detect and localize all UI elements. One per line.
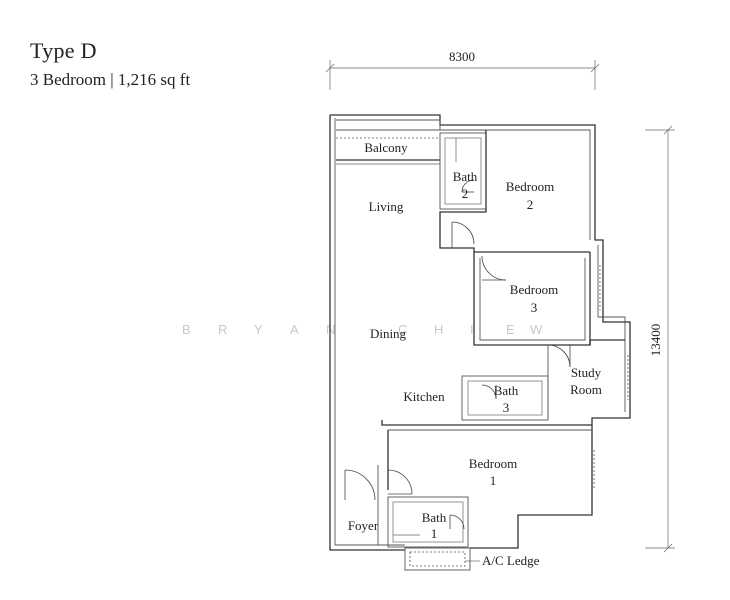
height-dimension-label: 13400 bbox=[648, 324, 663, 357]
width-dimension bbox=[325, 60, 600, 90]
bedroom-1-walls bbox=[381, 420, 592, 495]
room-label-bath-3: Bath bbox=[494, 383, 519, 398]
room-label-bath-2-number: 2 bbox=[462, 186, 469, 201]
room-label-bedroom-2: Bedroom bbox=[506, 179, 554, 194]
room-label-bedroom-1-number: 1 bbox=[490, 473, 497, 488]
room-label-study-room: Room bbox=[570, 382, 602, 397]
room-label-bath-1-number: 1 bbox=[431, 526, 438, 541]
room-label-bath-3-number: 3 bbox=[503, 400, 510, 415]
unit-summary: 3 Bedroom | 1,216 sq ft bbox=[30, 70, 191, 89]
room-label-kitchen: Kitchen bbox=[403, 389, 445, 404]
room-label-living: Living bbox=[369, 199, 404, 214]
room-label-dining: Dining bbox=[370, 326, 407, 341]
window-markers bbox=[593, 265, 629, 490]
height-dimension bbox=[645, 125, 675, 553]
entrance-door bbox=[344, 465, 379, 545]
bath-3-walls bbox=[461, 375, 549, 421]
room-label-bedroom-3: Bedroom bbox=[510, 282, 558, 297]
room-label-foyer: Foyer bbox=[348, 518, 379, 533]
room-label-ac-ledge: A/C Ledge bbox=[482, 553, 540, 568]
room-label-balcony: Balcony bbox=[364, 140, 408, 155]
unit-type-title: Type D bbox=[30, 38, 97, 63]
room-label-study: Study bbox=[571, 365, 602, 380]
width-dimension-label: 8300 bbox=[449, 49, 475, 64]
ac-ledge bbox=[404, 547, 480, 571]
room-label-bedroom-1: Bedroom bbox=[469, 456, 517, 471]
room-label-bath-1: Bath bbox=[422, 510, 447, 525]
room-label-bedroom-2-number: 2 bbox=[527, 197, 534, 212]
room-label-bedroom-3-number: 3 bbox=[531, 300, 538, 315]
room-label-bath-2: Bath bbox=[453, 169, 478, 184]
bath-1-walls bbox=[387, 496, 469, 548]
balcony-area bbox=[336, 129, 440, 165]
bedroom-3-walls bbox=[473, 252, 591, 346]
